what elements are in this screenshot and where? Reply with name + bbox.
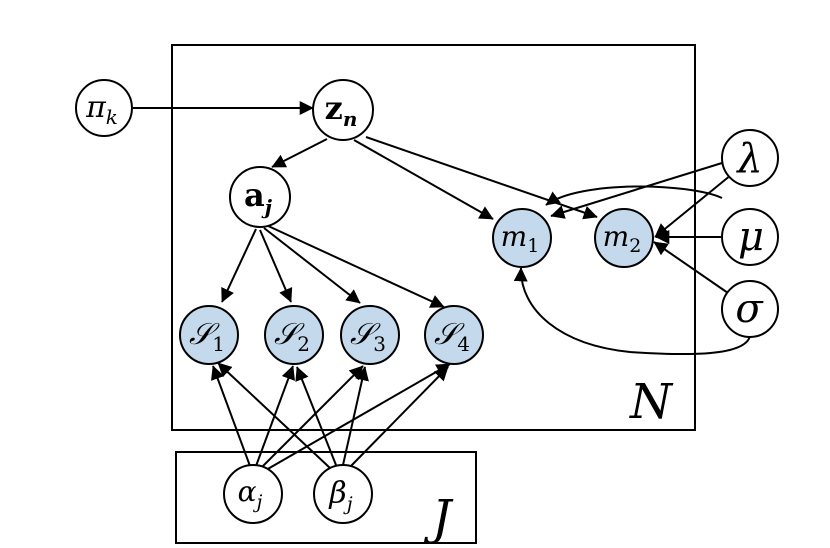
- node-subscript: 2: [629, 235, 641, 257]
- edge-z-a: [271, 138, 328, 168]
- node-subscript: j: [253, 491, 263, 513]
- node-s2: 𝒮2: [264, 305, 324, 365]
- node-subscript: k: [106, 105, 118, 129]
- edge-beta-s3: [342, 366, 369, 466]
- svg-text:aj: aj: [244, 176, 273, 219]
- edge-alpha-s1: [211, 365, 251, 467]
- svg-text:zn: zn: [325, 89, 358, 131]
- svg-text:αj: αj: [238, 475, 263, 513]
- node-z-n: zn: [312, 79, 374, 141]
- edge-alpha-s4: [265, 363, 451, 471]
- edge-a-s1: [221, 228, 257, 303]
- node-subscript: 1: [212, 332, 225, 356]
- node-label: a: [244, 176, 265, 214]
- edge-a-s2: [259, 229, 293, 303]
- svg-text:βj: βj: [328, 476, 352, 515]
- svg-text:m1: m1: [501, 220, 540, 257]
- svg-text:m2: m2: [603, 220, 642, 257]
- node-subscript: 1: [527, 235, 539, 257]
- edges: [133, 101, 751, 471]
- edge-beta-s2: [295, 366, 337, 466]
- edge-lambda-m2: [654, 174, 732, 238]
- node-label: m: [501, 220, 528, 253]
- node-pi-k: πk: [75, 79, 133, 137]
- edge-a-s4: [265, 224, 445, 308]
- node-label: α: [238, 475, 257, 508]
- node-m2: m2: [594, 208, 654, 268]
- edge-alpha-s3: [261, 365, 364, 468]
- node-mu: μ: [721, 208, 779, 266]
- node-label: m: [603, 220, 630, 253]
- plate-j: [175, 451, 477, 544]
- node-label: β: [328, 476, 346, 511]
- node-a-j: aj: [229, 166, 291, 228]
- edge-mu-m1: [545, 185, 723, 206]
- node-label: λ: [735, 136, 762, 182]
- svg-text:𝒮3: 𝒮3: [350, 317, 386, 356]
- node-m1: m1: [492, 208, 552, 268]
- edge-z-m1: [353, 139, 494, 220]
- node-subscript: 3: [373, 332, 386, 356]
- edge-beta-s1: [217, 362, 331, 469]
- node-alpha-j: αj: [223, 464, 283, 524]
- node-label: z: [325, 89, 343, 127]
- svg-text:πk: πk: [85, 90, 118, 129]
- edge-beta-s4: [349, 366, 449, 468]
- edge-sigma-m2: [653, 241, 729, 294]
- node-subscript: j: [343, 493, 353, 515]
- node-subscript: n: [343, 107, 358, 131]
- edge-sigma-m1: [513, 267, 751, 356]
- node-s3: 𝒮3: [340, 305, 400, 365]
- node-beta-j: βj: [313, 464, 373, 524]
- plate-j-label: J: [423, 490, 454, 546]
- node-s1: 𝒮1: [179, 305, 239, 365]
- node-lambda: λ: [721, 129, 779, 187]
- node-label: μ: [738, 214, 764, 260]
- edge-a-s3: [263, 227, 361, 304]
- plate-n-label: N: [629, 374, 674, 430]
- node-label: σ: [735, 286, 764, 332]
- node-subscript: 4: [457, 332, 470, 356]
- node-s4: 𝒮4: [424, 305, 484, 365]
- node-label: π: [85, 90, 107, 125]
- node-sigma: σ: [721, 280, 779, 338]
- node-subscript: 2: [297, 332, 310, 356]
- edge-lambda-m1: [550, 162, 723, 219]
- edge-z-m2: [365, 136, 598, 220]
